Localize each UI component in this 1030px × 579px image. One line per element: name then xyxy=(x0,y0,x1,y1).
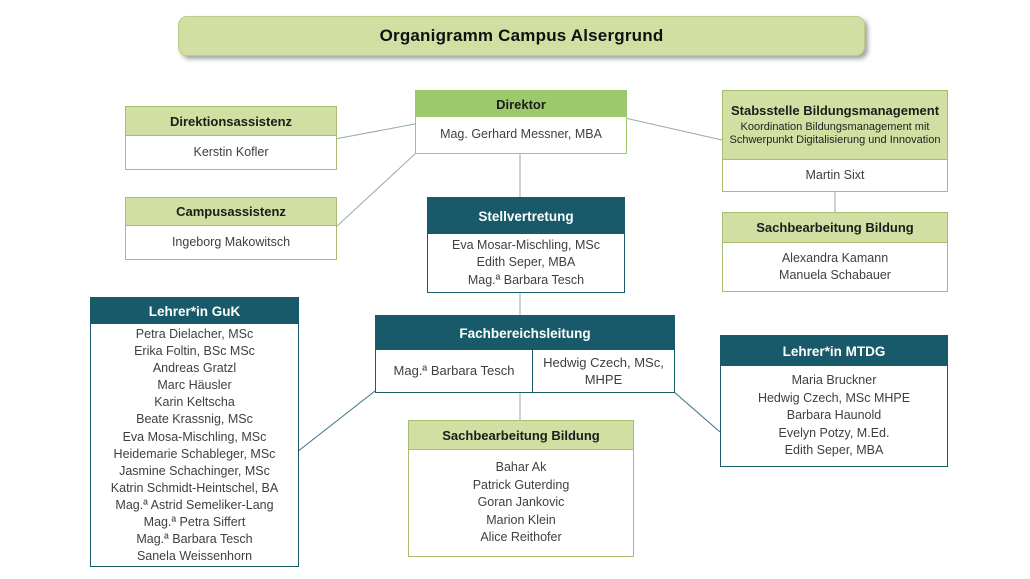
box-header: Lehrer*in MTDG xyxy=(721,336,947,366)
member-name: Mag.ª Barbara Tesch xyxy=(376,350,533,392)
box-body: Ingeborg Makowitsch xyxy=(126,226,336,259)
member-name: Mag.ª Barbara Tesch xyxy=(467,272,585,287)
chart-title-banner: Organigramm Campus Alsergrund xyxy=(178,16,865,56)
member-name: Marc Häusler xyxy=(157,378,232,393)
member-name: Edith Seper, MBA xyxy=(476,255,576,270)
box-header: Direktionsassistenz xyxy=(126,107,336,136)
page-title: Organigramm Campus Alsergrund xyxy=(379,26,664,45)
member-name: Mag.ª Barbara Tesch xyxy=(136,532,253,547)
box-header: Sachbearbeitung Bildung xyxy=(409,421,633,450)
member-name: Barbara Haunold xyxy=(786,408,882,423)
box-body: Martin Sixt xyxy=(723,160,947,191)
member-name: Marion Klein xyxy=(486,512,556,527)
box-header: Fachbereichsleitung xyxy=(376,316,674,350)
member-name: Kerstin Kofler xyxy=(193,144,269,159)
member-name: Erika Foltin, BSc MSc xyxy=(134,344,255,359)
connector-direktor-direktionsassistenz xyxy=(334,123,416,140)
box-campusassistenz: Campusassistenz Ingeborg Makowitsch xyxy=(125,197,337,260)
box-stellvertretung: Stellvertretung Eva Mosar-Mischling, MSc… xyxy=(427,197,625,293)
connector-fachbereichsleitung-guk xyxy=(296,390,376,453)
member-name: Beate Krassnig, MSc xyxy=(136,412,253,427)
member-name: Heidemarie Schableger, MSc xyxy=(113,446,276,461)
member-name: Martin Sixt xyxy=(805,167,865,182)
box-sachbearbeitung-bildung: Sachbearbeitung Bildung Bahar Ak Patrick … xyxy=(408,420,634,557)
member-name: Hedwig Czech, MSc MHPE xyxy=(757,390,911,405)
member-name: Evelyn Potzy, M.Ed. xyxy=(778,425,890,440)
member-name: Andreas Gratzl xyxy=(152,361,237,376)
box-title: Fachbereichsleitung xyxy=(459,325,591,341)
box-direktor: Direktor Mag. Gerhard Messner, MBA xyxy=(415,90,627,154)
member-name: Maria Bruckner xyxy=(791,373,877,388)
member-name: Sanela Weissenhorn xyxy=(136,549,253,564)
box-subtitle: Koordination Bildungsmanagement mit Schw… xyxy=(729,120,941,147)
member-name: Bahar Ak xyxy=(495,460,547,475)
member-name: Karin Keltscha xyxy=(154,395,235,410)
member-name: Manuela Schabauer xyxy=(779,268,891,282)
box-header: Campusassistenz xyxy=(126,198,336,226)
box-title: Sachbearbeitung Bildung xyxy=(442,427,600,443)
box-header: Direktor xyxy=(416,91,626,117)
box-title: Stabsstelle Bildungsmanagement xyxy=(730,102,940,118)
member-name: Mag.ª Petra Siffert xyxy=(143,515,246,530)
member-name: Goran Jankovic xyxy=(477,495,565,510)
connector-direktor-stabsstelle xyxy=(624,117,723,141)
member-name: Edith Seper, MBA xyxy=(784,443,884,458)
box-sachbearbeitung-bildung-stab: Sachbearbeitung Bildung Alexandra Kamann… xyxy=(722,212,948,292)
member-name: Mag.ª Astrid Semeliker-Lang xyxy=(115,497,274,512)
member-name: Hedwig Czech, MSc, MHPE xyxy=(543,354,664,388)
box-header: Stabsstelle Bildungsmanagement Koordinat… xyxy=(723,91,947,160)
box-header: Lehrer*in GuK xyxy=(91,298,298,324)
member-name: Petra Dielacher, MSc xyxy=(135,327,254,341)
box-header: Stellvertretung xyxy=(428,198,624,234)
box-body: Mag.ª Barbara Tesch Hedwig Czech, MSc, M… xyxy=(376,350,674,392)
member-name: Mag. Gerhard Messner, MBA xyxy=(440,127,602,142)
connector-direktor-campusassistenz xyxy=(334,152,417,229)
connector-fachbereichsleitung-mtdg xyxy=(672,390,721,433)
member-name: Katrin Schmidt-Heintschel, BA xyxy=(110,480,279,495)
box-title: Sachbearbeitung Bildung xyxy=(756,220,914,235)
box-title: Direktionsassistenz xyxy=(169,113,293,129)
member-name: Jasmine Schachinger, MSc xyxy=(119,463,270,478)
box-title: Direktor xyxy=(496,96,546,112)
member-name: Patrick Guterding xyxy=(472,477,570,492)
member-name: Alice Reithofer xyxy=(480,530,562,545)
member-name: Alexandra Kamann xyxy=(781,250,889,265)
box-title: Stellvertretung xyxy=(478,208,574,224)
box-body: Kerstin Kofler xyxy=(126,136,336,169)
member-name: Eva Mosar-Mischling, MSc xyxy=(452,237,600,252)
box-title: Lehrer*in GuK xyxy=(148,303,241,319)
box-title: Campusassistenz xyxy=(176,204,286,219)
member-name: Eva Mosa-Mischling, MSc xyxy=(122,429,267,444)
box-header: Sachbearbeitung Bildung xyxy=(723,213,947,243)
box-direktionsassistenz: Direktionsassistenz Kerstin Kofler xyxy=(125,106,337,170)
box-stabsstelle-bildungsmanagement: Stabsstelle Bildungsmanagement Koordinat… xyxy=(722,90,948,192)
box-fachbereichsleitung: Fachbereichsleitung Mag.ª Barbara Tesch … xyxy=(375,315,675,393)
box-title: Lehrer*in MTDG xyxy=(782,343,886,359)
box-body: Mag. Gerhard Messner, MBA xyxy=(416,117,626,153)
member-name: Ingeborg Makowitsch xyxy=(171,234,291,249)
